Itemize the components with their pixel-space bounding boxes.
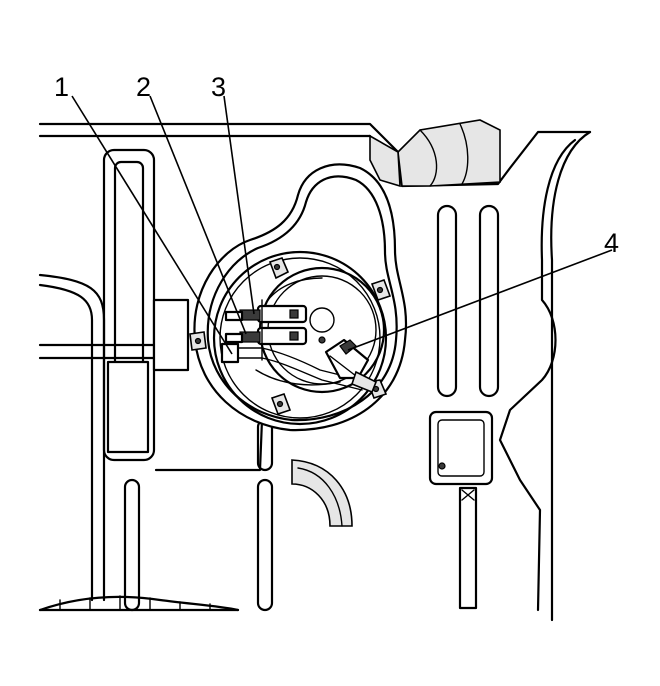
leader-2: [149, 95, 247, 335]
left-ribs: [38, 148, 190, 602]
right-slots: [428, 204, 500, 610]
callout-2: 2: [136, 72, 151, 102]
leader-lines: [71, 95, 613, 355]
leader-1: [71, 95, 233, 355]
bottom-baffle: [38, 595, 240, 612]
callout-1: 1: [54, 72, 69, 102]
electrical-connector: [324, 338, 378, 394]
leader-3: [223, 95, 255, 315]
lock-ring: [189, 250, 392, 426]
leader-4: [347, 249, 613, 351]
lower-ribs: [123, 418, 353, 612]
tank-hump: [369, 119, 501, 188]
callout-3: 3: [211, 72, 226, 102]
callout-labels: 1 2 3 4: [54, 72, 619, 258]
callout-4: 4: [604, 228, 619, 258]
fuel-line-connectors: [220, 299, 363, 391]
